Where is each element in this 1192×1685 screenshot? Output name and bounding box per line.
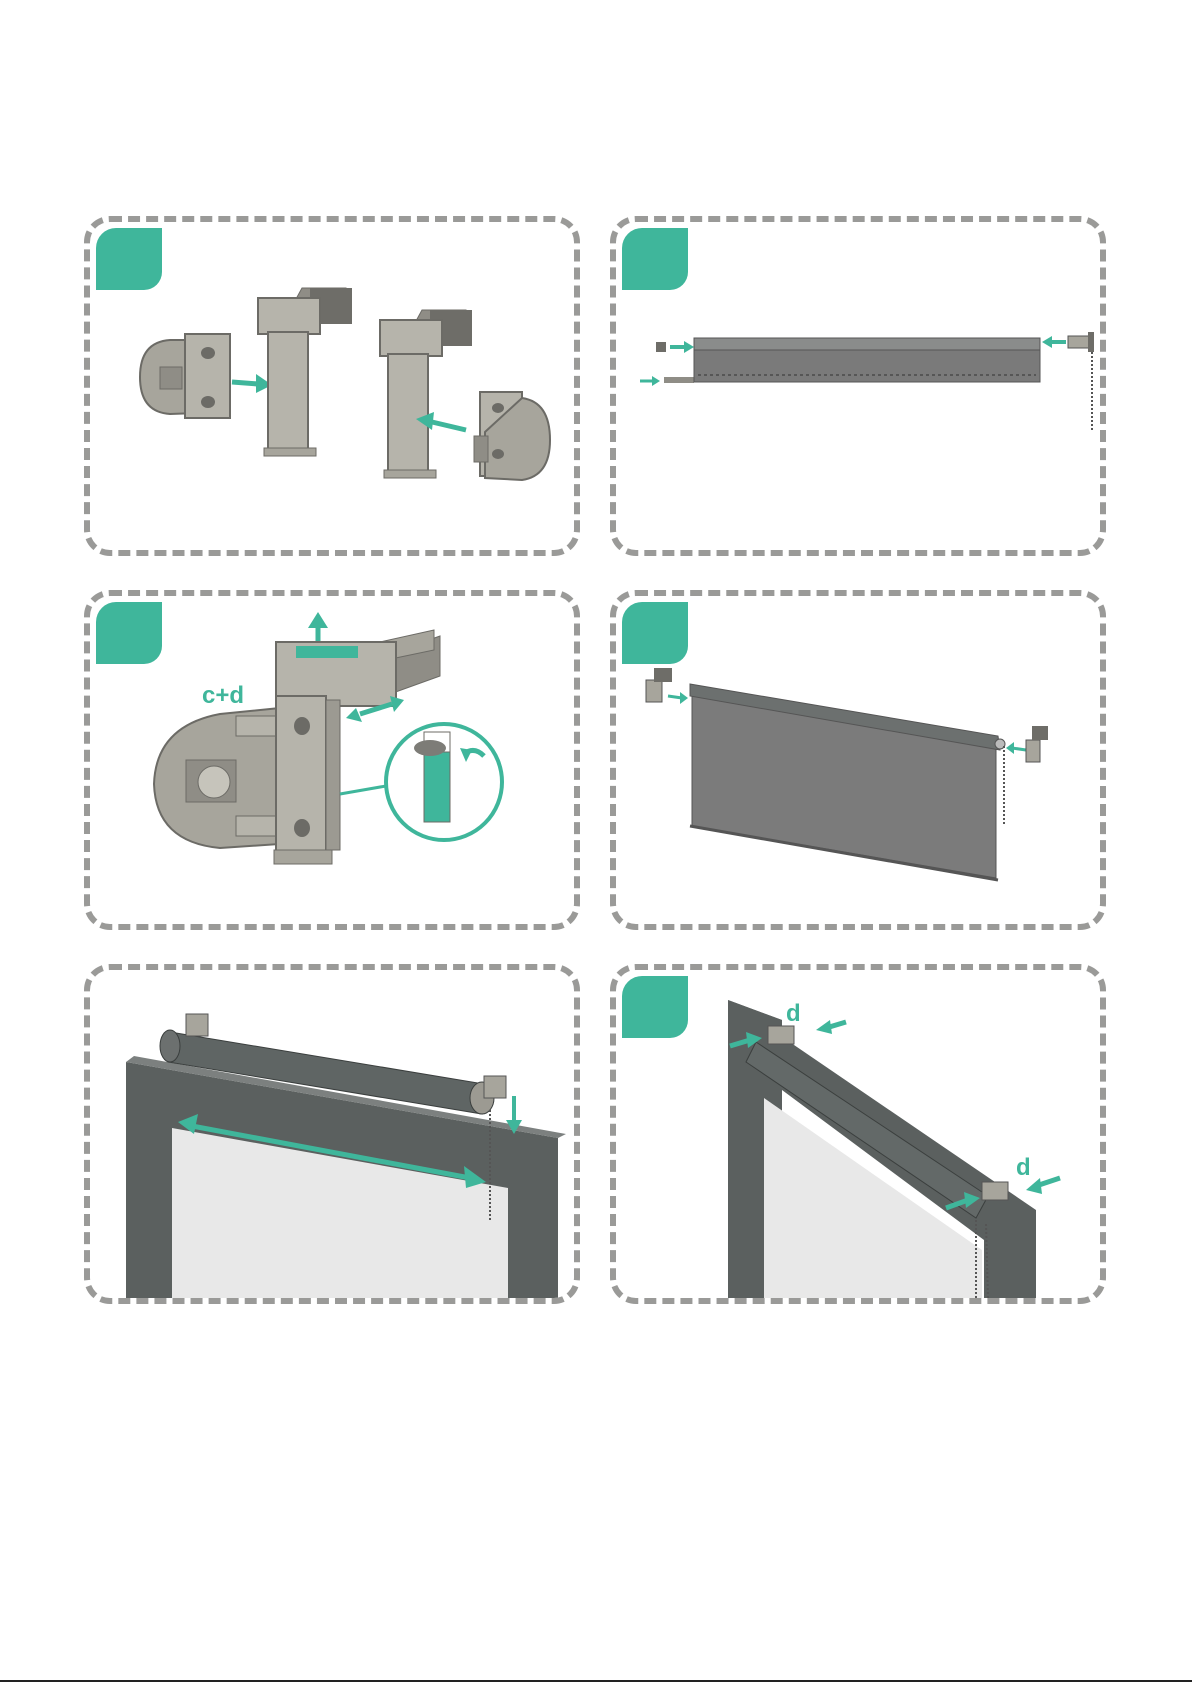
clip-bracket-2-icon [380, 310, 472, 478]
step-panel-2 [610, 216, 1106, 556]
step-panel-1 [84, 216, 580, 556]
angled-window-illustration [616, 970, 1100, 1298]
step-panel-3: c+d [84, 590, 580, 930]
roller-tube-icon [694, 338, 1040, 382]
bracket-right-icon [1026, 726, 1048, 762]
footer-rule [0, 1680, 1192, 1682]
bracket-icon [768, 1026, 794, 1044]
blind-fabric-icon [690, 684, 1005, 880]
chain-end-icon [1068, 332, 1094, 432]
arrow-icon [432, 422, 466, 430]
end-plug-left-icon [656, 342, 666, 352]
bottom-bar-icon [664, 377, 694, 383]
blind-mounting-illustration [616, 596, 1100, 924]
arrow-icon [668, 696, 682, 698]
roller-tube-illustration [616, 222, 1100, 550]
step-panel-4 [610, 590, 1106, 930]
bracket-detail-illustration [90, 596, 574, 924]
clip-bracket-1-icon [258, 288, 352, 456]
step-panel-5 [84, 964, 580, 1304]
arrow-icon [232, 382, 258, 384]
bracket-icon [484, 1076, 506, 1098]
end-bracket-right-icon [474, 392, 550, 480]
bracket-icon [186, 1014, 208, 1036]
bracket-icon [982, 1182, 1008, 1200]
step-panel-6: d d [610, 964, 1106, 1304]
arrow-icon [1012, 748, 1026, 750]
bracket-assembly-illustration [90, 222, 574, 550]
end-bracket-left-icon [140, 334, 230, 418]
window-installation-illustration [90, 970, 574, 1298]
